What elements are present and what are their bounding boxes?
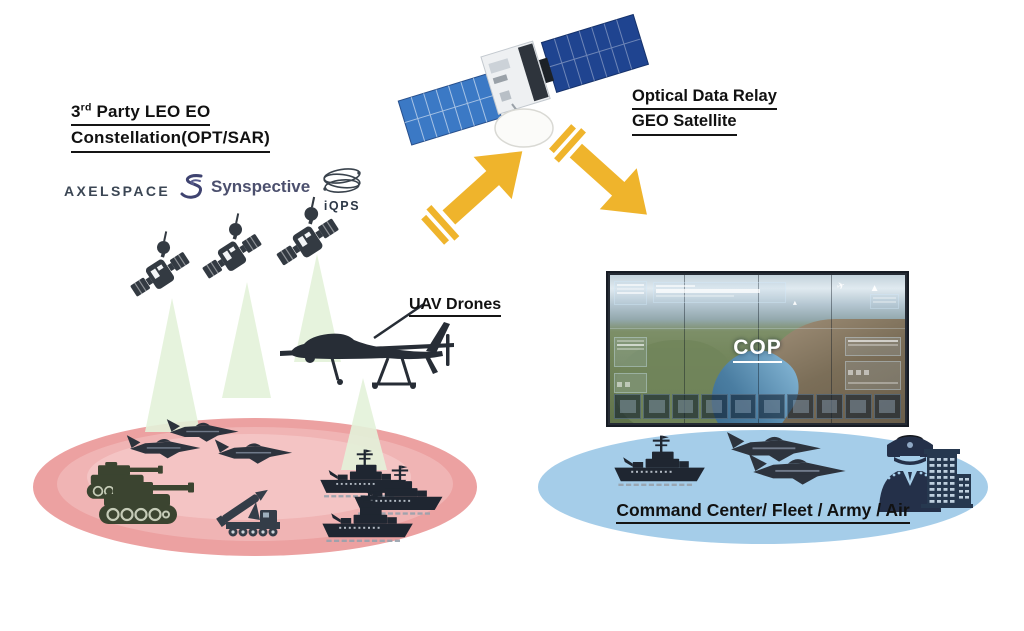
sensor-beam	[145, 298, 200, 432]
geo-satellite-icon	[397, 13, 650, 148]
hud-panel	[614, 372, 647, 394]
emblem-icon: ▲	[869, 282, 880, 294]
cop-display: ▴ ✈ ▲	[606, 271, 909, 427]
hud-tile	[729, 394, 757, 420]
leo-constellation-title: 3rd Party LEO EO Constellation(OPT/SAR)	[71, 100, 270, 153]
iqps-logo: iQPS	[315, 163, 369, 213]
hud-panel	[869, 294, 900, 310]
geo-relay-title: Optical Data Relay GEO Satellite	[632, 85, 777, 136]
leo-title-rest: Party LEO EO	[91, 102, 211, 121]
officer-icon	[879, 436, 941, 512]
leo-title-line2: Constellation(OPT/SAR)	[71, 126, 270, 153]
synspective-logo: Synspective	[179, 172, 310, 202]
hud-tile	[873, 394, 901, 420]
command-center-label: Command Center/ Fleet / Army / Air	[538, 500, 988, 524]
hud-tile-row	[614, 394, 901, 420]
hud-tile	[614, 394, 642, 420]
video-wall-seam	[683, 275, 685, 423]
hud-tile	[758, 394, 786, 420]
leo-title-ordinal: rd	[80, 101, 92, 114]
leo-satellite-icon	[114, 228, 195, 303]
hq-building-icon	[921, 449, 973, 508]
synspective-logo-text: Synspective	[211, 177, 311, 196]
video-wall-seam	[610, 328, 905, 330]
missile-launcher-icon	[216, 489, 280, 537]
uav-drones-label: UAV Drones	[409, 296, 502, 317]
leo-title-num: 3	[71, 102, 81, 121]
cop-label-wrap: COP	[610, 275, 905, 423]
video-wall-seam	[757, 275, 759, 423]
boat-icon: ▴	[792, 297, 797, 307]
hud-tile	[643, 394, 671, 420]
hud-tile	[700, 394, 728, 420]
uplink-arrow	[413, 130, 542, 254]
hud-tile	[816, 394, 843, 420]
hud-panel	[652, 282, 786, 304]
hud-tile	[844, 394, 872, 420]
video-wall-seam	[831, 275, 833, 423]
hud-panel	[614, 337, 647, 367]
geo-title-line2: GEO Satellite	[632, 110, 737, 136]
hud-panel	[844, 337, 901, 357]
sensor-beam	[222, 282, 271, 398]
leo-satellite-icon	[186, 210, 267, 285]
sensor-beam	[341, 378, 387, 470]
iqps-orbit-icon	[323, 168, 361, 193]
synspective-s-icon	[180, 174, 203, 199]
uav-drone-icon	[280, 302, 454, 389]
cop-label: COP	[733, 336, 782, 363]
hud-tile	[787, 394, 815, 420]
hud-tile	[672, 394, 699, 420]
axelspace-logo: AXELSPACE	[64, 183, 171, 199]
geo-title-line1: Optical Data Relay	[632, 85, 777, 111]
iqps-logo-text: iQPS	[323, 199, 361, 213]
cop-screen: ▴ ✈ ▲	[610, 275, 905, 423]
hud-panel	[844, 360, 901, 391]
command-area-ellipse	[538, 430, 988, 544]
hud-panel	[614, 280, 647, 305]
